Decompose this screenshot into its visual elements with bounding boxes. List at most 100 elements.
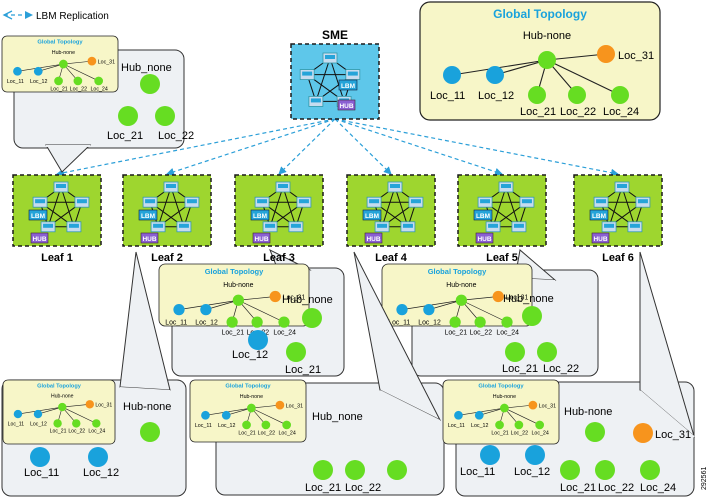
- topology-box: [2, 379, 116, 445]
- topology-node: [92, 419, 101, 428]
- hub-badge: [252, 232, 271, 244]
- topology-node-label: Loc_24: [603, 106, 639, 118]
- topology-node: [443, 66, 461, 84]
- topology-node: [528, 400, 538, 410]
- topology-title: Global Topology: [205, 267, 264, 276]
- server-screen: [68, 223, 79, 228]
- callout-node: [525, 445, 545, 465]
- server-icon: [53, 181, 69, 193]
- server-screen: [617, 184, 627, 188]
- topology-node: [13, 66, 22, 76]
- topology-node-label: Loc_22: [258, 431, 275, 437]
- callout-node-label: Loc_11: [24, 467, 59, 479]
- topology-node: [269, 290, 281, 303]
- callout-hub-node: [585, 422, 605, 442]
- topology-node-label: Loc_12: [30, 421, 47, 427]
- leaf-title: Leaf 3: [263, 252, 295, 264]
- topology-node: [33, 409, 43, 419]
- lbm-badge: [362, 209, 382, 221]
- topology-node: [201, 410, 210, 420]
- hub-label: HUB: [593, 236, 607, 243]
- hub-label: HUB: [477, 236, 491, 243]
- callout-node: [345, 460, 365, 480]
- topology-link: [504, 404, 533, 409]
- lbm-label: LBM: [253, 213, 267, 220]
- topology-node: [474, 316, 486, 328]
- topology-node: [53, 419, 62, 428]
- lbm-badge: [28, 209, 48, 221]
- leaf-title: Leaf 5: [486, 252, 518, 264]
- server-screen: [166, 184, 176, 188]
- topology-node-label: Loc_12: [195, 320, 218, 327]
- topology-link: [504, 407, 540, 426]
- server-screen: [390, 184, 400, 188]
- server-screen: [596, 199, 607, 204]
- topology-link: [238, 299, 285, 323]
- server-icon: [262, 221, 278, 233]
- server-icon: [374, 221, 390, 233]
- topology-node-label: Loc_12: [471, 423, 488, 429]
- callout-hub-label: Hub_none: [121, 62, 172, 74]
- server-icon: [511, 221, 527, 233]
- topology-hub-label: Hub-none: [223, 282, 253, 289]
- server-icon: [635, 196, 651, 208]
- callout-tail-mask: [639, 390, 695, 438]
- topology-hub-label: Hub-none: [523, 30, 571, 42]
- replication-arrow: [334, 118, 392, 175]
- topology-node: [535, 420, 545, 430]
- server-icon: [299, 69, 315, 80]
- server-screen: [257, 199, 268, 204]
- topology-node-label: Loc_31: [283, 295, 306, 302]
- lbm-label: LBM: [341, 83, 355, 90]
- topology-hub-node: [455, 294, 467, 306]
- server-screen: [629, 223, 640, 228]
- replication-arrow: [334, 118, 503, 176]
- cluster-link: [170, 186, 185, 227]
- topology-node: [242, 420, 251, 430]
- hub-badge: [337, 99, 356, 111]
- callout-node: [595, 460, 615, 480]
- topology-node: [87, 56, 97, 66]
- hub-label: HUB: [366, 236, 380, 243]
- topology-node: [221, 410, 231, 420]
- callout-node: [30, 447, 50, 467]
- server-screen: [186, 199, 197, 204]
- callout-hub-label: Hub_none: [503, 293, 554, 305]
- callout-hub-label: Hub_none: [312, 411, 363, 423]
- callout-node-label: Loc_21: [560, 482, 596, 494]
- topology-link: [428, 299, 462, 310]
- callout-hub-node: [140, 74, 160, 94]
- topology-node: [278, 316, 290, 328]
- server-icon: [519, 196, 535, 208]
- topology-node: [13, 409, 23, 419]
- hub-badge: [364, 232, 383, 244]
- callout-node: [248, 330, 268, 350]
- server-icon: [366, 196, 382, 208]
- cluster-link: [47, 186, 62, 227]
- server-screen: [521, 199, 532, 204]
- server-icon: [184, 196, 200, 208]
- topology-node-label: Loc_11: [388, 320, 410, 327]
- topology-hub-label: Hub-none: [240, 394, 263, 400]
- topology-node: [486, 66, 504, 84]
- callout-node: [155, 106, 175, 126]
- topology-node: [474, 410, 484, 420]
- callout-node-label: Loc_22: [345, 482, 381, 494]
- lbm-badge: [589, 209, 609, 221]
- topology-node: [94, 76, 104, 86]
- topology-node-label: Loc_21: [445, 330, 468, 337]
- topology-node-label: Loc_11: [195, 423, 212, 429]
- topology-link: [62, 403, 90, 408]
- leaf-title: Leaf 6: [602, 252, 634, 264]
- callout-node: [118, 106, 138, 126]
- server-screen: [302, 71, 313, 76]
- legend-arrow-tail: [2, 10, 13, 20]
- topology-node: [568, 86, 586, 104]
